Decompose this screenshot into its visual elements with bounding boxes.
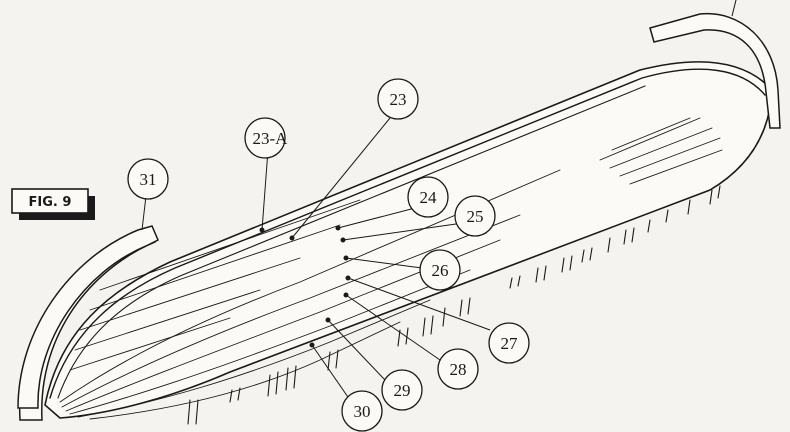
callout-30: 30 xyxy=(341,390,383,432)
leader-27 xyxy=(347,277,491,331)
svg-text:29: 29 xyxy=(394,381,411,400)
callout-24: 24 xyxy=(407,176,449,218)
svg-text:24: 24 xyxy=(420,188,438,207)
svg-text:23-A: 23-A xyxy=(253,129,289,148)
leader-lines xyxy=(141,0,737,401)
callout-23A: 23-A xyxy=(244,117,289,159)
leader-26 xyxy=(345,257,423,269)
leader-23 xyxy=(291,117,391,239)
leader-25 xyxy=(342,223,457,241)
leader-23A xyxy=(261,149,269,231)
callout-29: 29 xyxy=(381,369,423,411)
leader-31 xyxy=(141,195,147,231)
frame-timbers xyxy=(187,185,721,425)
leader-24 xyxy=(337,207,416,229)
svg-text:23: 23 xyxy=(390,90,407,109)
svg-text:30: 30 xyxy=(354,402,371,421)
svg-text:28: 28 xyxy=(450,360,467,379)
callout-27: 27 xyxy=(488,322,530,364)
callout-26: 26 xyxy=(419,249,461,291)
callouts: 23-A 23 24 25 26 27 28 29 xyxy=(127,78,530,432)
svg-text:25: 25 xyxy=(467,207,484,226)
figure-label-text: FIG. 9 xyxy=(29,195,72,210)
svg-text:31: 31 xyxy=(140,170,157,189)
leader-29 xyxy=(327,319,386,381)
figure-label: FIG. 9 xyxy=(11,188,95,220)
leader-stern xyxy=(731,0,737,17)
svg-text:27: 27 xyxy=(501,334,519,353)
planking-lines xyxy=(59,169,561,420)
callout-28: 28 xyxy=(437,348,479,390)
callout-23: 23 xyxy=(377,78,419,120)
part-stern-piece xyxy=(649,12,781,129)
keel-strip-inner xyxy=(57,85,646,399)
callout-25: 25 xyxy=(454,195,496,237)
keel-strip xyxy=(49,68,766,399)
leader-30 xyxy=(311,344,351,401)
leader-28 xyxy=(345,294,441,361)
callout-31: 31 xyxy=(127,158,169,200)
part-31-stem xyxy=(17,225,159,409)
svg-text:26: 26 xyxy=(432,261,449,280)
stern-hatching xyxy=(599,117,723,185)
